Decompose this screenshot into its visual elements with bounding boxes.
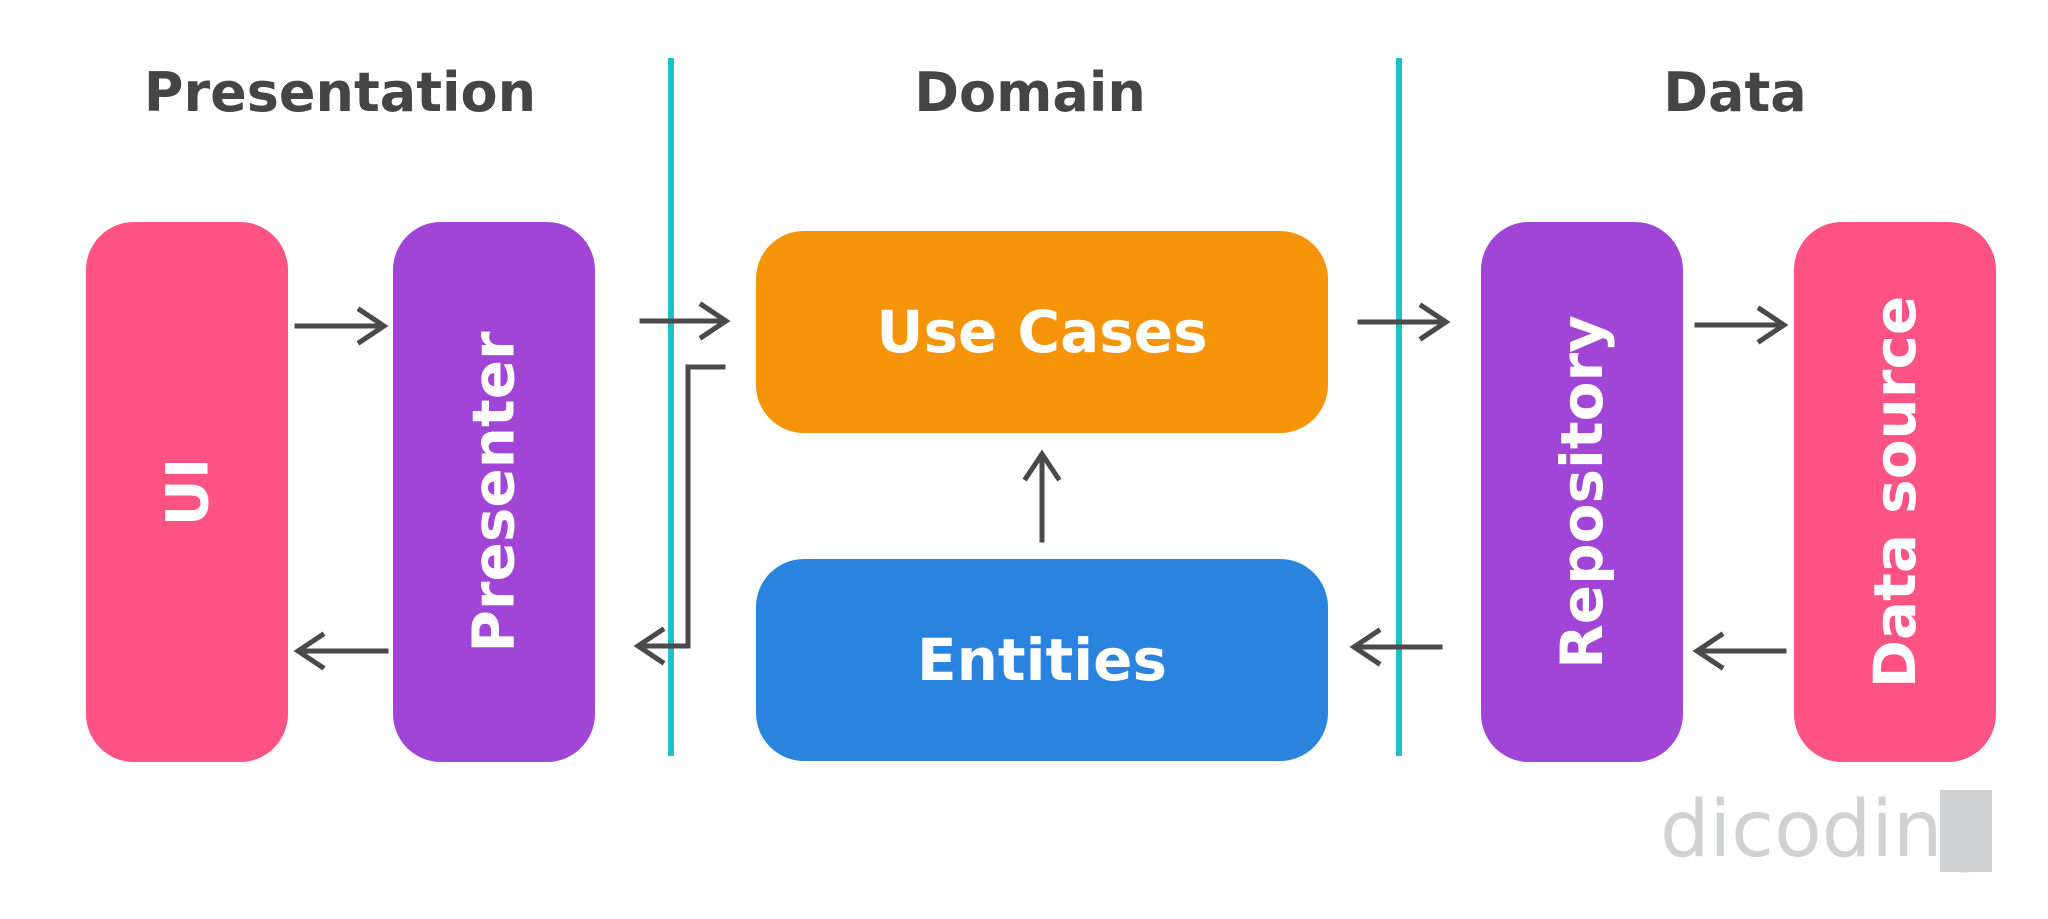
- arrow-ui-to-presenter: [294, 306, 389, 346]
- ui-box: UI: [86, 222, 288, 762]
- layer-title-data: Data: [1663, 61, 1807, 124]
- arrow-use-cases-to-repository: [1357, 302, 1451, 342]
- use-cases-box: Use Cases: [756, 231, 1328, 433]
- layer-title-presentation: Presentation: [143, 61, 537, 124]
- arrow-presenter-to-ui: [293, 631, 389, 671]
- divider-domain-data: [1396, 58, 1402, 756]
- entities-label: Entities: [917, 626, 1167, 694]
- use-cases-label: Use Cases: [876, 298, 1208, 366]
- presenter-box: Presenter: [393, 222, 595, 762]
- logo-text: dicoding: [1660, 788, 1992, 875]
- layer-title-domain: Domain: [914, 61, 1146, 124]
- arrow-presenter-to-use-cases: [639, 301, 731, 341]
- arrow-repository-to-entities: [1349, 627, 1443, 667]
- data-source-box: Data source: [1794, 222, 1996, 762]
- entities-box: Entities: [756, 559, 1328, 761]
- arrow-entities-to-use-cases: [1022, 449, 1062, 543]
- divider-presentation-domain: [668, 58, 674, 756]
- repository-box: Repository: [1481, 222, 1683, 762]
- arrow-data-source-to-repository: [1692, 631, 1787, 671]
- arrow-repository-to-data-source: [1694, 305, 1789, 345]
- dicoding-logo: dicoding: [1660, 788, 1992, 875]
- arrow-use-cases-to-presenter: [633, 364, 726, 666]
